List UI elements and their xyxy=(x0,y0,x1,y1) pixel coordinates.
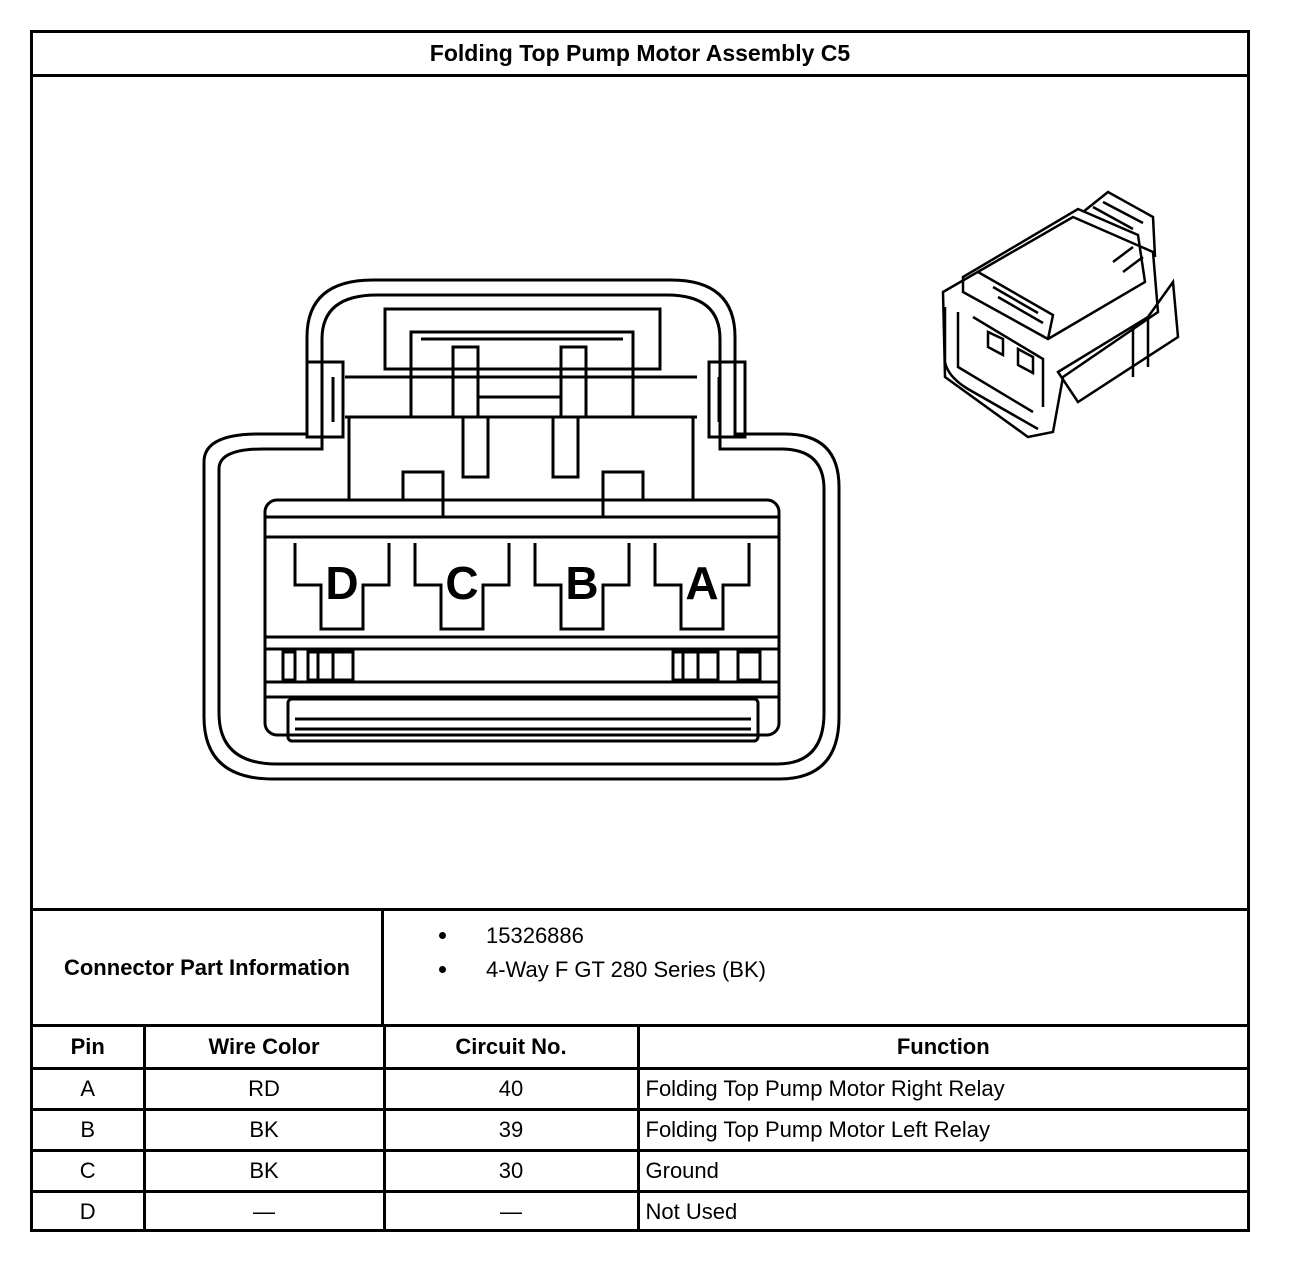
pinout-table: Pin Wire Color Circuit No. Function A RD… xyxy=(33,1027,1247,1232)
diagram-area: D C B A xyxy=(33,77,1247,911)
table-header-row: Pin Wire Color Circuit No. Function xyxy=(33,1027,1247,1070)
connector-outer-shroud xyxy=(202,278,841,781)
cell-circuit: 40 xyxy=(382,1066,640,1111)
pin-label-d: D xyxy=(325,557,358,609)
connector-sheet: Folding Top Pump Motor Assembly C5 xyxy=(30,30,1250,1232)
cell-wire-color: — xyxy=(142,1189,386,1232)
connector-face-drawing: D C B A xyxy=(202,190,1180,781)
connector-part-info-label: Connector Part Information xyxy=(33,911,384,1024)
header-wire-color: Wire Color xyxy=(142,1027,386,1070)
cell-wire-color: RD xyxy=(142,1066,386,1111)
cell-circuit: — xyxy=(382,1189,640,1232)
cell-pin: B xyxy=(33,1107,146,1152)
cell-function: Not Used xyxy=(636,1189,1247,1232)
table-row: A RD 40 Folding Top Pump Motor Right Rel… xyxy=(33,1066,1247,1111)
cell-wire-color: BK xyxy=(142,1107,386,1152)
table-row: B BK 39 Folding Top Pump Motor Left Rela… xyxy=(33,1107,1247,1152)
pin-label-a: A xyxy=(685,557,718,609)
pin-label-c: C xyxy=(445,557,478,609)
cell-function: Ground xyxy=(636,1148,1247,1193)
cell-function: Folding Top Pump Motor Right Relay xyxy=(636,1066,1247,1111)
cell-pin: C xyxy=(33,1148,146,1193)
list-item: 4-Way F GT 280 Series (BK) xyxy=(439,957,766,983)
header-function: Function xyxy=(636,1027,1247,1070)
connector-title: Folding Top Pump Motor Assembly C5 xyxy=(33,33,1247,77)
cell-function: Folding Top Pump Motor Left Relay xyxy=(636,1107,1247,1152)
pin-label-b: B xyxy=(565,557,598,609)
cell-circuit: 30 xyxy=(382,1148,640,1193)
table-row: D — — Not Used xyxy=(33,1189,1247,1232)
connector-isometric-drawing xyxy=(941,190,1180,439)
cell-circuit: 39 xyxy=(382,1107,640,1152)
connector-part-info-list: 15326886 4-Way F GT 280 Series (BK) xyxy=(384,911,1247,1024)
bullet-icon xyxy=(439,931,446,939)
cell-pin: A xyxy=(33,1066,146,1111)
connector-part-info: Connector Part Information 15326886 4-Wa… xyxy=(33,908,1247,1027)
list-item: 15326886 xyxy=(439,923,584,949)
header-pin: Pin xyxy=(33,1027,146,1070)
table-row: C BK 30 Ground xyxy=(33,1148,1247,1193)
cell-wire-color: BK xyxy=(142,1148,386,1193)
part-number: 15326886 xyxy=(486,923,584,948)
bullet-icon xyxy=(439,965,446,973)
header-circuit: Circuit No. xyxy=(382,1027,640,1070)
cell-pin: D xyxy=(33,1189,146,1232)
connector-description: 4-Way F GT 280 Series (BK) xyxy=(486,957,766,982)
